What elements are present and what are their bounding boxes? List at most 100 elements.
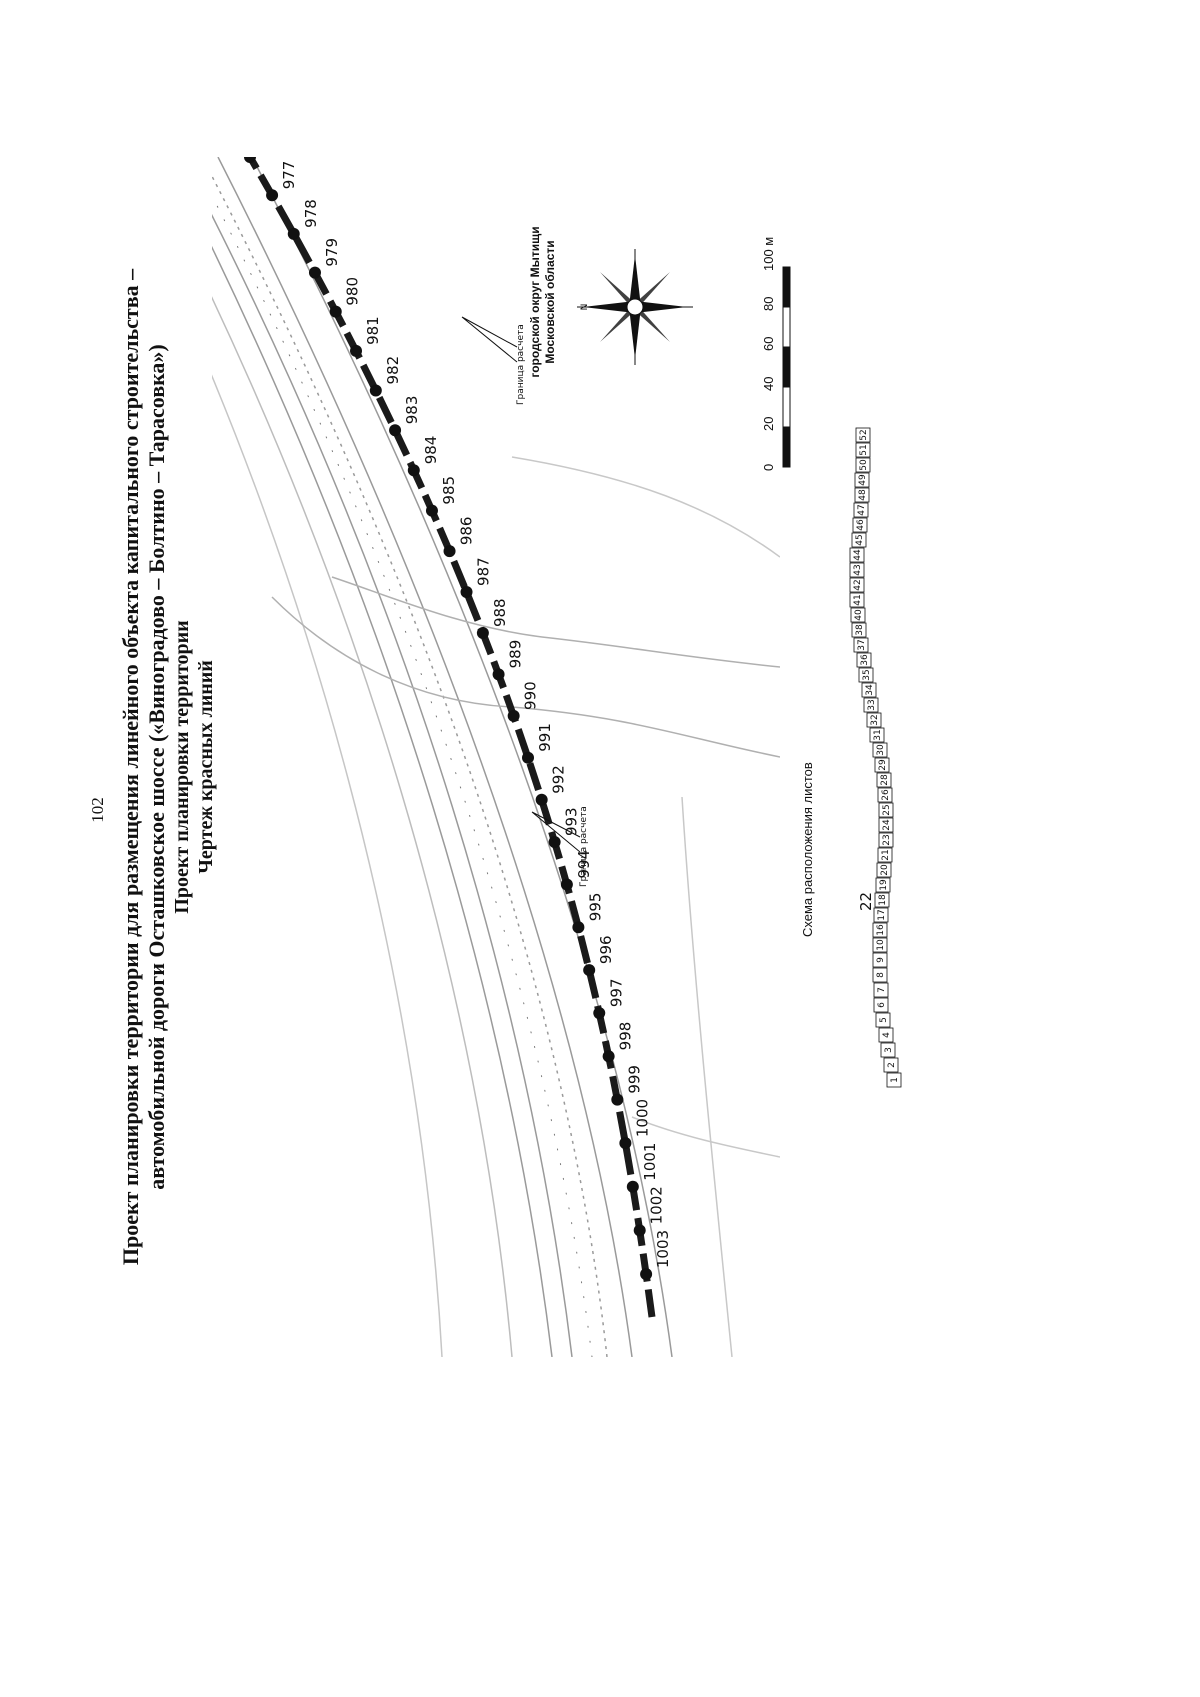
sheet-box xyxy=(872,967,888,983)
sheet-number: 38 xyxy=(855,624,865,636)
point-marker xyxy=(287,227,300,240)
sheet-number: 40 xyxy=(854,609,864,621)
scale-segment xyxy=(782,426,791,468)
point-label: 979 xyxy=(323,238,341,267)
point-marker xyxy=(476,627,489,640)
scale-tick-label: 100 м xyxy=(761,237,776,271)
sheet-number: 48 xyxy=(858,489,868,501)
sheet-number: 50 xyxy=(859,459,869,471)
map-svg: Граница расчета Граница расчета 97697797… xyxy=(212,157,780,1357)
point-label: 1003 xyxy=(654,1230,672,1268)
point-label: 982 xyxy=(384,356,402,385)
point-marker xyxy=(602,1050,615,1063)
point-marker xyxy=(548,836,561,849)
sheet-number: 41 xyxy=(853,594,863,605)
sheet-box xyxy=(849,547,865,563)
sheet-box xyxy=(878,832,894,848)
point-marker xyxy=(572,921,585,934)
point-label: 990 xyxy=(522,681,540,710)
base-map-roads xyxy=(212,157,780,1357)
sheet-number: 1 xyxy=(890,1077,900,1083)
point-marker xyxy=(308,266,321,279)
sheet-box xyxy=(856,652,872,668)
point-marker xyxy=(460,585,473,598)
sheet-number: 35 xyxy=(862,669,872,680)
sheet-box xyxy=(853,502,869,518)
point-label: 988 xyxy=(491,598,509,627)
sheet-number: 43 xyxy=(853,564,863,575)
point-label: 978 xyxy=(302,199,320,228)
title-line-2: автомобильной дороги Осташковское шоссе … xyxy=(144,344,169,1190)
point-label: 980 xyxy=(344,277,362,306)
sheet-number: 6 xyxy=(877,1002,887,1008)
point-marker xyxy=(522,751,535,764)
sheet-scheme: 1234567891016171819202123242526282930313… xyxy=(849,427,902,1088)
sheet-number: 29 xyxy=(878,759,888,771)
sheet-box xyxy=(849,592,865,608)
sheet-number: 7 xyxy=(877,987,887,993)
region-label-line-2: Московской области xyxy=(543,240,557,364)
sheet-box xyxy=(878,1027,894,1043)
sheet-box xyxy=(849,577,865,593)
point-label: 989 xyxy=(507,640,525,669)
sheet-box xyxy=(880,1042,896,1058)
sheet-box xyxy=(876,772,892,788)
point-label: 981 xyxy=(364,316,382,345)
sheet-box xyxy=(851,532,867,548)
sheet-number: 46 xyxy=(856,519,866,531)
sheet-number: 20 xyxy=(880,864,890,876)
sheet-box xyxy=(876,862,892,878)
scale-tick-label: 60 xyxy=(761,337,776,351)
sheet-box xyxy=(873,997,889,1013)
point-marker xyxy=(443,545,456,558)
sheet-number: 5 xyxy=(879,1017,889,1023)
sheet-number: 26 xyxy=(881,789,891,801)
sheet-box xyxy=(858,667,874,683)
sheet-number: 17 xyxy=(877,909,887,920)
sheet-number: 51 xyxy=(859,444,869,455)
point-marker xyxy=(492,668,505,681)
sheet-number: 21 xyxy=(881,849,891,860)
sheet-number: 3 xyxy=(884,1047,894,1053)
point-marker xyxy=(329,305,342,318)
sheet-number: 19 xyxy=(879,879,889,891)
sheet-box xyxy=(854,472,870,488)
sheet-box xyxy=(850,607,866,623)
sheet-number: 33 xyxy=(867,699,877,710)
sheet-number: 24 xyxy=(882,819,892,831)
point-label: 993 xyxy=(563,807,581,836)
sheet-number: 49 xyxy=(858,474,868,486)
point-marker xyxy=(640,1268,653,1281)
sheet-number: 28 xyxy=(880,774,890,786)
point-label: 997 xyxy=(607,978,625,1007)
sheet-number: 25 xyxy=(882,804,892,815)
point-marker xyxy=(266,189,279,202)
point-label: 1001 xyxy=(641,1143,659,1181)
sheet-number: 44 xyxy=(853,549,863,561)
sheet-number: 18 xyxy=(878,894,888,906)
title-line-1: Проект планировки территории для размеще… xyxy=(118,268,143,1266)
sheet-box xyxy=(874,757,890,773)
scheme-title: Схема расположения листов xyxy=(800,762,815,937)
boundary-label-2: Граница расчета xyxy=(516,324,526,405)
point-label: 983 xyxy=(403,396,421,425)
point-marker xyxy=(626,1180,639,1193)
scale-segment xyxy=(782,266,791,308)
boundary-label-1: Граница расчета xyxy=(579,806,589,887)
point-label: 994 xyxy=(575,850,593,879)
point-marker xyxy=(583,964,596,977)
scale-tick-label: 40 xyxy=(761,377,776,391)
scale-segment xyxy=(782,386,791,428)
red-line xyxy=(246,157,656,1318)
point-marker xyxy=(633,1224,646,1237)
point-marker xyxy=(507,709,520,722)
sheet-box xyxy=(878,817,894,833)
point-marker xyxy=(611,1093,624,1106)
sheet-box xyxy=(855,442,871,458)
scale-segment xyxy=(782,346,791,388)
sheet-number: 31 xyxy=(873,729,883,740)
sheet-number: 2 xyxy=(887,1062,897,1068)
sheet-box xyxy=(872,937,888,953)
